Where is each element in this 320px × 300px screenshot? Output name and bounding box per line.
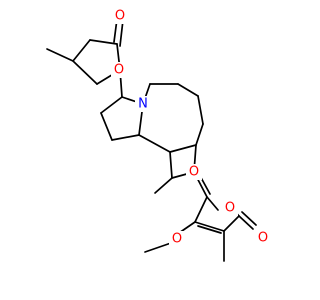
atom-symbol: O [172,232,182,247]
atom-label-o-lactone-ring-bottom: O [222,200,238,216]
atom-label-o-lactone-ring-top: O [111,62,127,78]
atom-label-o-methoxy: O [169,231,185,247]
atom-label-o-lactone-carbonyl-bottom: O [255,230,271,246]
atom-label-o-lactone-carbonyl-top: O [112,8,128,24]
atom-label-o-furan-ring: O [186,164,202,180]
atom-symbol: O [225,201,235,216]
atom-symbol: O [115,9,125,24]
atom-symbol: O [258,231,268,246]
atom-symbol: N [138,97,148,112]
bond-lines [46,18,257,262]
atom-symbol: O [189,165,199,180]
atom-symbol: O [114,63,124,78]
molecule-diagram: O O N O O O O [46,8,271,262]
atom-label-n-azepine: N [135,96,151,112]
